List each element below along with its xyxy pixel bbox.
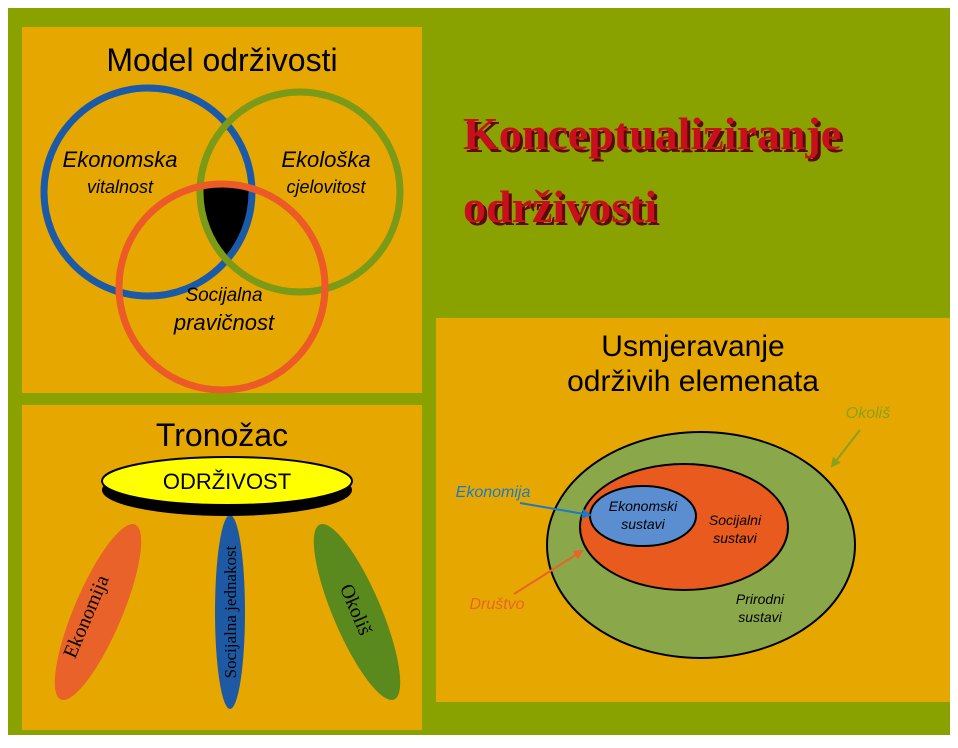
nested-ekonomija-callout: Ekonomija	[456, 484, 531, 501]
nested-outer-label-2: sustavi	[738, 609, 782, 625]
venn-social-circle	[115, 180, 329, 394]
venn-title: Model održivosti	[106, 42, 337, 78]
main-title-line2: održivosti	[463, 181, 657, 232]
tripod-leg-left	[54, 524, 142, 700]
tripod-seat	[101, 456, 353, 506]
nested-title-line1: Usmjeravanje	[601, 330, 784, 363]
nested-inner-label-1: Ekonomski	[609, 498, 678, 514]
venn-ecological-label-1: Ekološka	[281, 147, 370, 172]
venn-ecological-circle	[196, 88, 404, 296]
nested-drustvo-arrow	[513, 549, 584, 595]
nested-drustvo-callout: Društvo	[469, 596, 524, 613]
venn-economic-label-2: vitalnost	[87, 177, 154, 197]
venn-ecological-label-2: cjelovitost	[286, 177, 366, 197]
nested-okolis-callout: Okoliš	[846, 405, 890, 422]
tripod-leg-middle-label: Socijalna jednakost	[221, 545, 240, 678]
main-title-shadow-2: održivosti	[466, 184, 660, 235]
main-title-line1: Konceptualiziranje	[463, 108, 841, 159]
tripod-leg-middle	[215, 515, 245, 709]
nested-outer-label-1: Prirodni	[736, 591, 785, 607]
venn-economic-label-1: Ekonomska	[63, 147, 178, 172]
main-title-shadow-1: Konceptualiziranje	[466, 111, 844, 162]
tripod-title: Tronožac	[156, 417, 288, 453]
tripod-leg-right	[313, 524, 401, 700]
nested-middle-label-2: sustavi	[713, 530, 757, 546]
nested-title-line2: održivih elemenata	[567, 365, 819, 398]
nested-middle-label-1: Socijalni	[709, 512, 762, 528]
nested-inner-label-2: sustavi	[621, 516, 665, 532]
nested-okolis-arrow	[830, 429, 861, 468]
tripod-seat-label: ODRŽIVOST	[163, 469, 291, 494]
venn-social-label-2: pravičnost	[173, 310, 275, 335]
venn-social-label-1: Socijalna	[185, 285, 262, 306]
nested-ekonomija-arrow	[519, 502, 592, 519]
